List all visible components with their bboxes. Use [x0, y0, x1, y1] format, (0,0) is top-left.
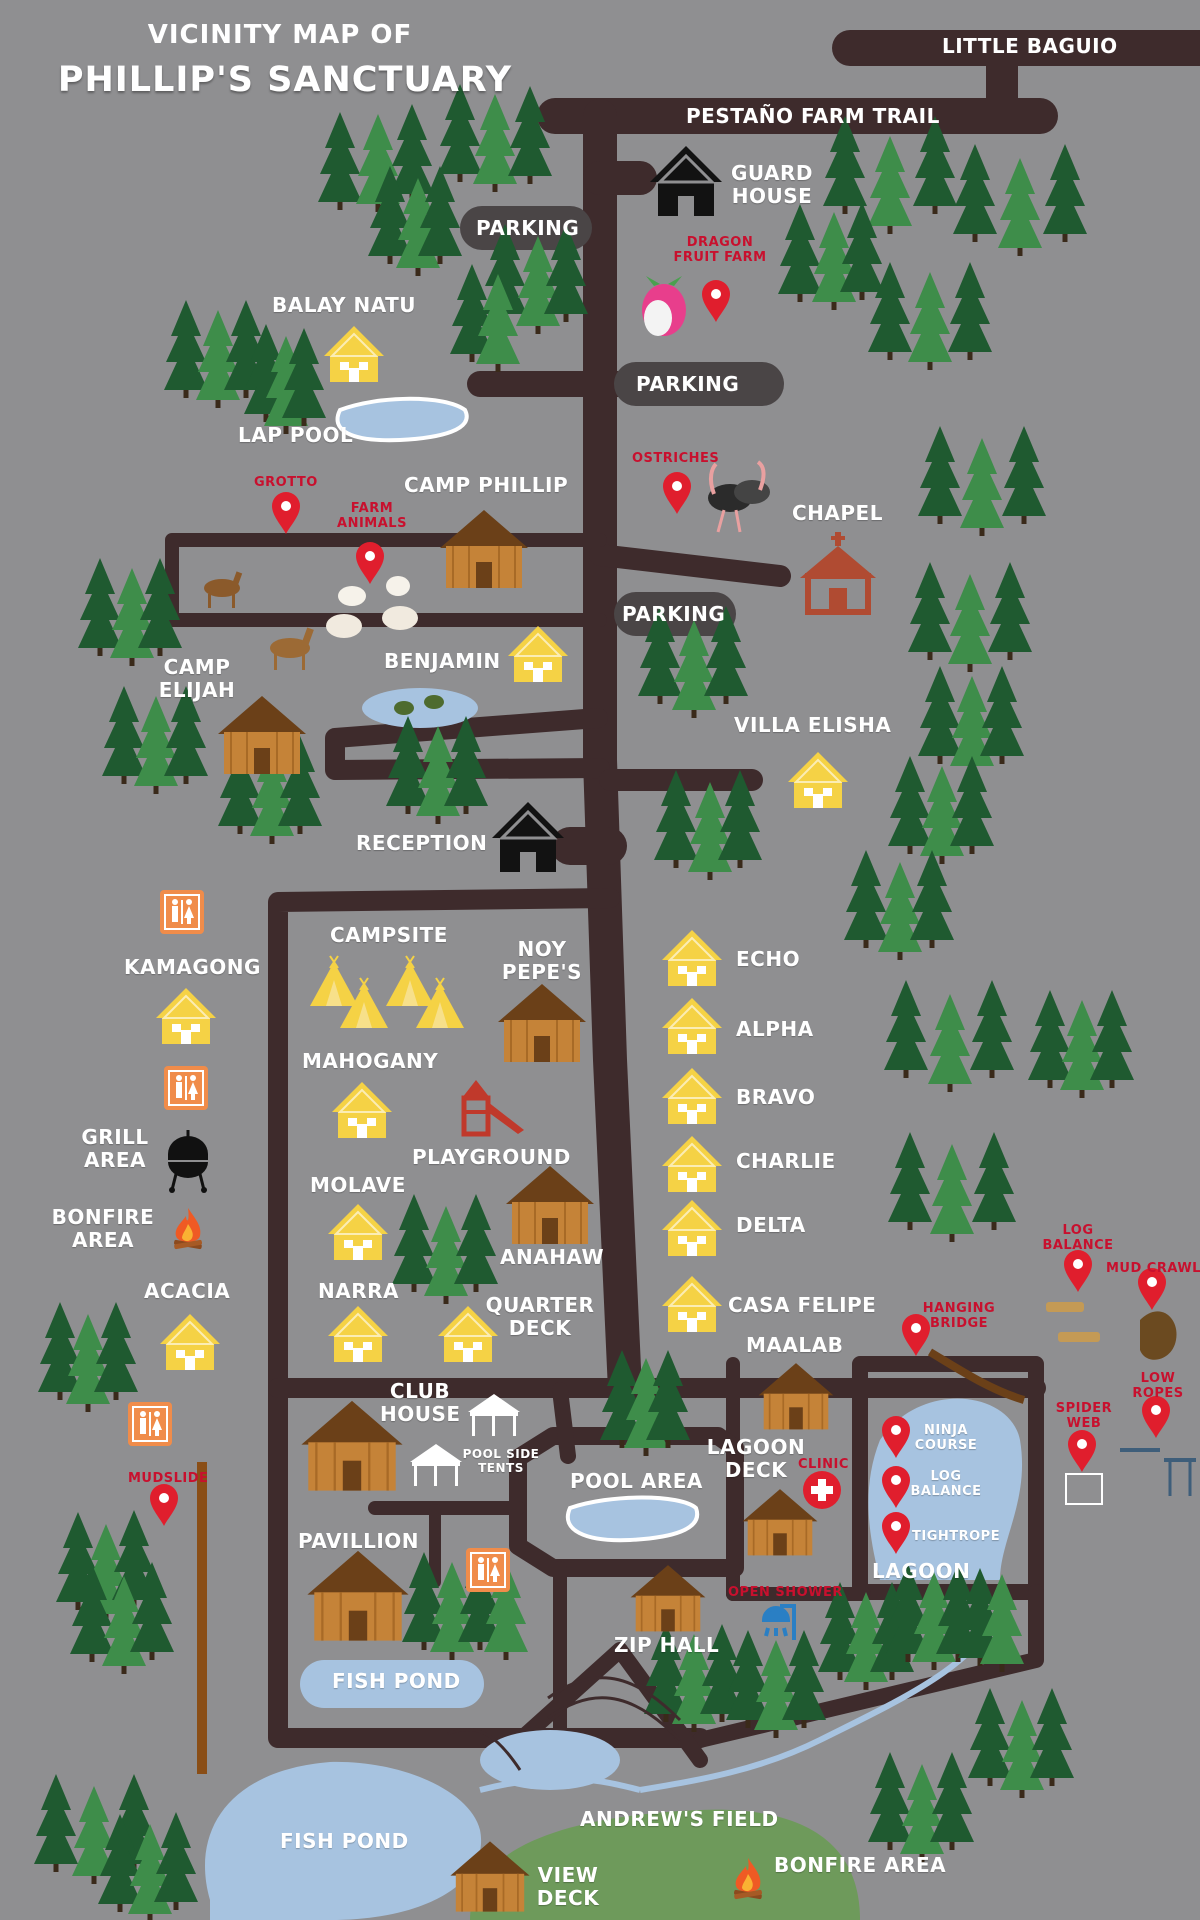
tightrope-label[interactable]: TIGHTROPE: [912, 1529, 1001, 1544]
lagoon-label[interactable]: LAGOON: [872, 1559, 971, 1583]
andrews-field-label[interactable]: ANDREW'S FIELD: [580, 1807, 779, 1831]
log-balance-top-label[interactable]: LOG BALANCE: [1042, 1223, 1114, 1253]
acacia-label[interactable]: ACACIA: [144, 1279, 231, 1303]
fish-pond-label-1[interactable]: FISH POND: [332, 1669, 461, 1693]
open-shower-label[interactable]: OPEN SHOWER: [728, 1585, 843, 1600]
lagoon-deck-label[interactable]: LAGOON DECK: [706, 1435, 806, 1482]
club-house-label[interactable]: CLUB HOUSE: [380, 1379, 461, 1426]
maalab-label[interactable]: MAALAB: [746, 1333, 844, 1357]
ostriches-label[interactable]: OSTRICHES: [632, 451, 720, 466]
bonfire-area-left-label[interactable]: BONFIRE AREA: [51, 1205, 155, 1252]
charlie-label[interactable]: CHARLIE: [736, 1149, 836, 1173]
mud-crawl-label[interactable]: MUD CRAWL: [1106, 1261, 1200, 1276]
shower-icon: [761, 1604, 796, 1640]
narra-label[interactable]: NARRA: [318, 1279, 399, 1303]
guard-house-label[interactable]: GUARD HOUSE: [730, 161, 814, 208]
zip-hall-label[interactable]: ZIP HALL: [614, 1633, 720, 1657]
farm-animals-label[interactable]: FARM ANIMALS: [337, 501, 407, 531]
ninja-course-label[interactable]: NINJA COURSE: [914, 1423, 978, 1453]
casa-felipe-label[interactable]: CASA FELIPE: [728, 1293, 877, 1317]
echo-label[interactable]: ECHO: [736, 947, 801, 971]
campsite-label[interactable]: CAMPSITE: [330, 923, 448, 947]
balay-natu-label[interactable]: BALAY NATU: [272, 293, 417, 317]
reception-label[interactable]: RECEPTION: [356, 831, 488, 855]
spider-web-label[interactable]: SPIDER WEB: [1055, 1401, 1113, 1431]
grill-icon: [168, 1130, 208, 1193]
mahogany-label[interactable]: MAHOGANY: [302, 1049, 439, 1073]
obstacle-icons: [1046, 1302, 1196, 1505]
pavillion-label[interactable]: PAVILLION: [298, 1529, 420, 1553]
villa-elisha-label[interactable]: VILLA ELISHA: [734, 713, 892, 737]
bravo-label[interactable]: BRAVO: [736, 1085, 816, 1109]
tent-icon: [410, 1444, 462, 1486]
lap-pool-label[interactable]: LAP POOL: [238, 423, 354, 447]
parking-label-3[interactable]: PARKING: [622, 602, 726, 626]
hanging-bridge-label[interactable]: HANGING BRIDGE: [922, 1301, 996, 1331]
chapel-label[interactable]: CHAPEL: [792, 501, 883, 525]
view-deck-label[interactable]: VIEW DECK: [536, 1863, 600, 1910]
bridge-icons: [447, 1348, 1026, 1771]
pool-side-tents-label[interactable]: POOL SIDE TENTS: [462, 1447, 540, 1475]
parking-label-2[interactable]: PARKING: [636, 372, 740, 396]
water-features: [205, 396, 1023, 1920]
farm-animals-icon: [204, 571, 444, 715]
log-balance-lagoon-label[interactable]: LOG BALANCE: [910, 1469, 982, 1499]
pool-area-label[interactable]: POOL AREA: [570, 1469, 703, 1493]
mudslide-pole: [197, 1462, 207, 1774]
bonfire-area-right-label[interactable]: BONFIRE AREA: [774, 1853, 947, 1877]
parking-label-1[interactable]: PARKING: [476, 216, 580, 240]
tent-icons: [309, 955, 465, 1029]
kamagong-label[interactable]: KAMAGONG: [124, 955, 261, 979]
tent-icon: [468, 1394, 520, 1436]
fire-icon: [173, 1208, 203, 1250]
dragon-fruit-icon: [642, 276, 686, 336]
camp-elijah-label[interactable]: CAMP ELIJAH: [158, 655, 236, 702]
chapel-icon: [800, 532, 876, 615]
delta-label[interactable]: DELTA: [736, 1213, 806, 1237]
dragon-fruit-farm-label[interactable]: DRAGON FRUIT FARM: [673, 235, 767, 265]
benjamin-label[interactable]: BENJAMIN: [384, 649, 501, 673]
quarter-deck-label[interactable]: QUARTER DECK: [485, 1293, 595, 1340]
clinic-icon: [803, 1471, 841, 1509]
map-title-line2: PHILLIP'S SANCTUARY: [57, 60, 513, 100]
camp-phillip-label[interactable]: CAMP PHILLIP: [404, 473, 569, 497]
anahaw-label[interactable]: ANAHAW: [500, 1245, 605, 1269]
molave-label[interactable]: MOLAVE: [310, 1173, 406, 1197]
alpha-label[interactable]: ALPHA: [736, 1017, 814, 1041]
noy-pepes-label[interactable]: NOY PEPE'S: [501, 937, 583, 984]
playground-icon: [461, 1080, 524, 1137]
fish-pond-label-2[interactable]: FISH POND: [280, 1829, 409, 1853]
playground-label[interactable]: PLAYGROUND: [412, 1145, 571, 1169]
low-ropes-label[interactable]: LOW ROPES: [1132, 1371, 1184, 1401]
farm-trail-label: PESTAÑO FARM TRAIL: [686, 104, 940, 128]
grotto-label[interactable]: GROTTO: [254, 475, 318, 490]
ostrich-icon: [708, 460, 770, 533]
little-baguio-label: LITTLE BAGUIO: [942, 34, 1118, 58]
clinic-label[interactable]: CLINIC: [798, 1457, 849, 1472]
mudslide-label[interactable]: MUDSLIDE: [128, 1471, 209, 1486]
map-title-line1: VICINITY MAP OF: [147, 20, 413, 50]
parking-areas: [460, 206, 784, 636]
grill-area-label[interactable]: GRILL AREA: [81, 1125, 149, 1172]
